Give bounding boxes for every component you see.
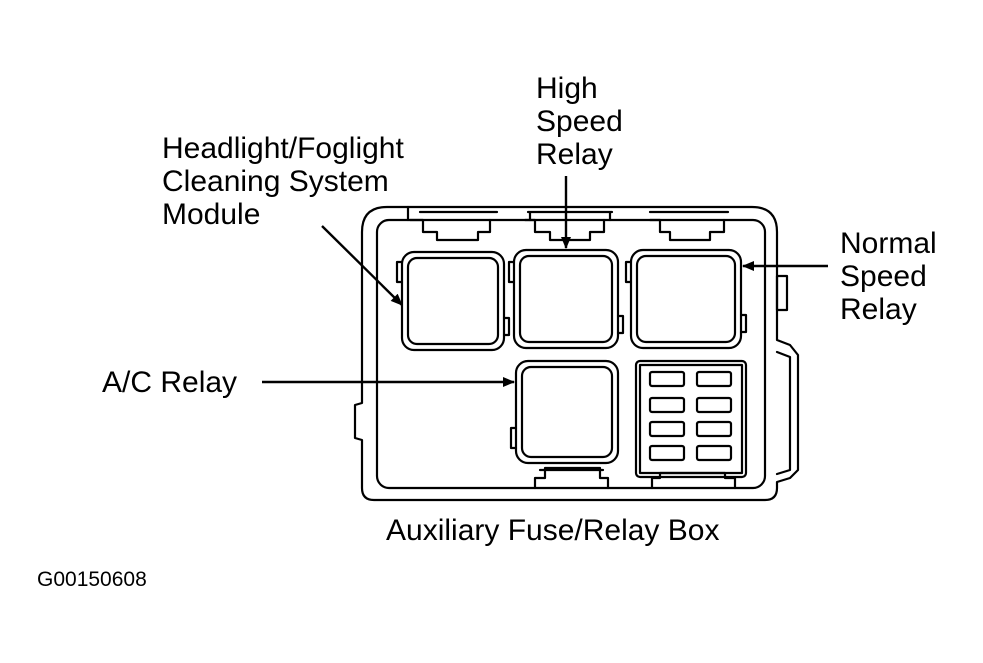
relay-normal-speed — [629, 248, 743, 350]
label-normal-speed-relay: Normal Speed Relay — [840, 227, 937, 326]
figure-code: G00150608 — [37, 568, 147, 591]
arrow-headlight-module — [321, 225, 403, 306]
relay-box-housing — [353, 205, 800, 502]
bottom-clip — [650, 471, 737, 490]
top-clip — [648, 218, 726, 242]
side-clip — [775, 274, 789, 312]
relay-box-inner-wall — [375, 218, 767, 490]
fuse-slots — [648, 370, 733, 462]
label-ac-relay: A/C Relay — [102, 366, 238, 399]
top-clip — [406, 205, 492, 242]
relay-high-speed — [512, 248, 620, 350]
top-clip — [523, 218, 606, 242]
relay-headlight-cleaning-module — [400, 250, 506, 352]
fuse-block — [634, 359, 748, 479]
diagram-caption: Auxiliary Fuse/Relay Box — [386, 514, 720, 547]
relay-ac — [514, 359, 620, 465]
label-high-speed-relay: High Speed Relay — [536, 72, 623, 171]
label-headlight-foglight-cleaning-module: Headlight/Foglight Cleaning System Modul… — [162, 132, 404, 231]
bottom-clip — [533, 466, 610, 490]
